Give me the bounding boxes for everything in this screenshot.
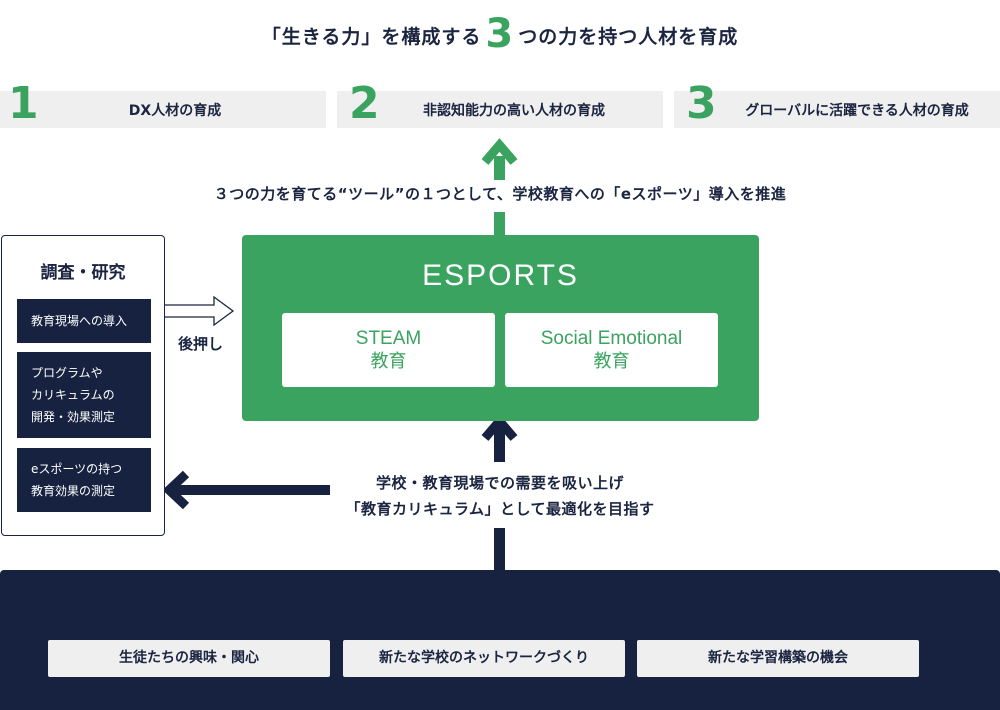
up-arrow-green-icon: [481, 138, 518, 180]
goal-global: 3 グローバルに活躍できる人材の育成: [674, 79, 1000, 129]
research-item-line: 教育現場への導入: [31, 314, 128, 328]
sub-box-subtitle: 教育: [593, 351, 630, 372]
goal-dx: 1 DX人材の育成: [0, 79, 326, 129]
research-item-line: 開発・効果測定: [31, 410, 116, 424]
needs-caption-line: 学校・教育現場での需要を吸い上げ: [375, 474, 624, 492]
base-panel: 生徒たちの興味・関心 新たな学校のネットワークづくり 新たな学習構築の機会: [0, 570, 1000, 710]
research-item-line: eスポーツの持つ: [31, 462, 123, 476]
research-item-line: プログラムや: [31, 366, 103, 380]
base-chip: 新たな学校のネットワークづくり: [343, 640, 625, 677]
steam-education-box: STEAM 教育: [282, 313, 495, 387]
sub-box-subtitle: 教育: [370, 351, 407, 372]
esports-box: ESPORTS STEAM 教育 Social Emotional 教育: [242, 235, 759, 421]
navy-connector: [494, 528, 505, 571]
green-connector: [494, 212, 505, 236]
goal-non-cognitive: 2 非認知能力の高い人材の育成: [337, 79, 663, 129]
goal-number: 1: [8, 78, 39, 129]
needs-caption-line: 「教育カリキュラム」として最適化を目指す: [345, 500, 655, 518]
left-arrow-navy-icon: [162, 470, 330, 510]
headline-number: 3: [485, 11, 515, 57]
tool-caption: ３つの力を育てる“ツール”の１つとして、学校教育への「eスポーツ」導入を推進: [213, 185, 787, 203]
research-item: プログラムや カリキュラムの 開発・効果測定: [17, 352, 151, 438]
headline-after: つの力を持つ人材を育成: [518, 26, 739, 48]
base-chip: 新たな学習構築の機会: [637, 640, 919, 677]
research-item: 教育現場への導入: [17, 299, 151, 343]
needs-caption: 学校・教育現場での需要を吸い上げ 「教育カリキュラム」として最適化を目指す: [330, 470, 670, 522]
goal-number: 3: [686, 78, 717, 129]
research-panel: 調査・研究 教育現場への導入 プログラムや カリキュラムの 開発・効果測定 eス…: [1, 235, 165, 536]
goal-number: 2: [349, 78, 380, 129]
research-item-line: 教育効果の測定: [31, 484, 116, 498]
esports-title: ESPORTS: [422, 259, 579, 292]
research-item: eスポーツの持つ 教育効果の測定: [17, 448, 151, 512]
base-chip: 生徒たちの興味・関心: [48, 640, 330, 677]
research-title: 調査・研究: [40, 263, 126, 283]
research-item-line: カリキュラムの: [31, 388, 115, 402]
right-arrow-outline-icon: [165, 295, 235, 327]
up-arrow-navy-icon: [481, 414, 518, 462]
goal-label: 非認知能力の高い人材の育成: [423, 102, 605, 119]
headline-before: 「生きる力」を構成する: [261, 26, 482, 48]
support-label: 後押し: [178, 335, 224, 353]
goal-label: グローバルに活躍できる人材の育成: [745, 102, 969, 119]
sub-box-title: STEAM: [355, 328, 422, 349]
sub-box-title: Social Emotional: [540, 328, 683, 349]
goal-label: DX人材の育成: [128, 102, 222, 119]
social-emotional-education-box: Social Emotional 教育: [505, 313, 718, 387]
